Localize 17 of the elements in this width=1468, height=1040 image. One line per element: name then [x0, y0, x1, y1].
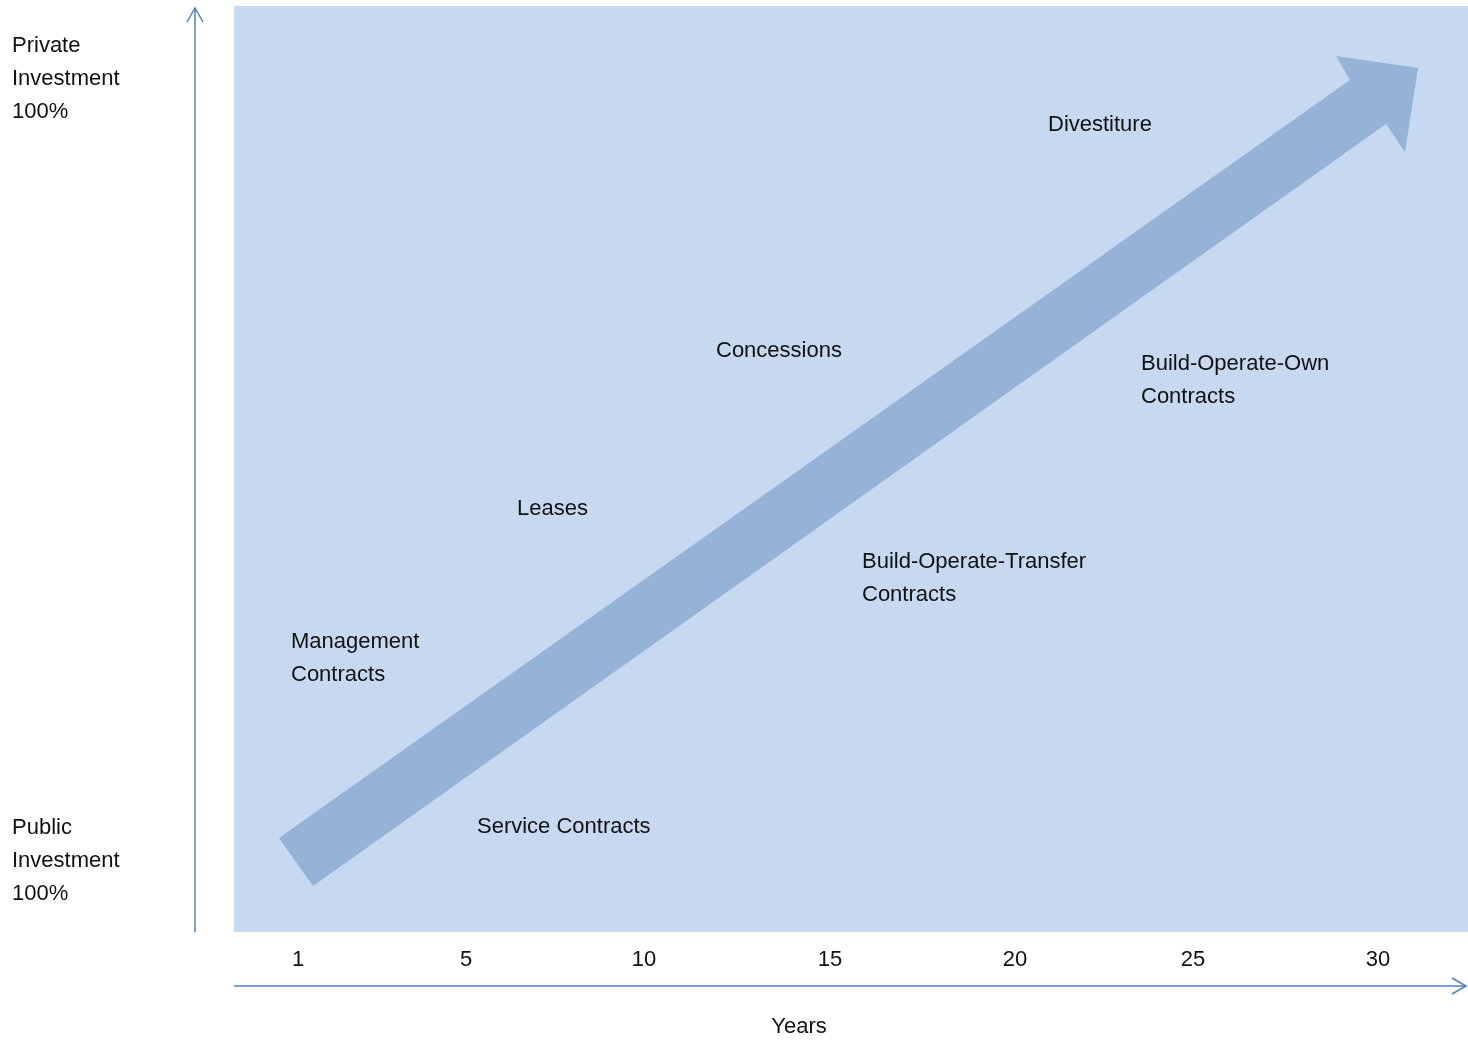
tick-label: 10: [631, 945, 657, 973]
category-label: Leases: [517, 494, 588, 522]
tick-label: 5: [459, 945, 473, 973]
tick-label: 25: [1180, 945, 1206, 973]
category-label: Service Contracts: [477, 812, 651, 840]
tick-label: 30: [1365, 945, 1391, 973]
axis-label: Private Investment 100%: [12, 31, 121, 125]
category-label: Divestiture: [1048, 110, 1152, 138]
axis-label: Public Investment 100%: [12, 813, 121, 907]
category-label: Concessions: [716, 336, 842, 364]
tick-label: 20: [1002, 945, 1028, 973]
category-label: Build-Operate-Transfer Contracts: [862, 547, 1088, 608]
category-label: Management Contracts: [291, 627, 421, 688]
tick-label: 15: [817, 945, 843, 973]
category-label: Build-Operate-Own Contracts: [1141, 349, 1331, 410]
tick-label: 1: [291, 945, 305, 973]
axis-title: Years: [771, 1012, 827, 1040]
